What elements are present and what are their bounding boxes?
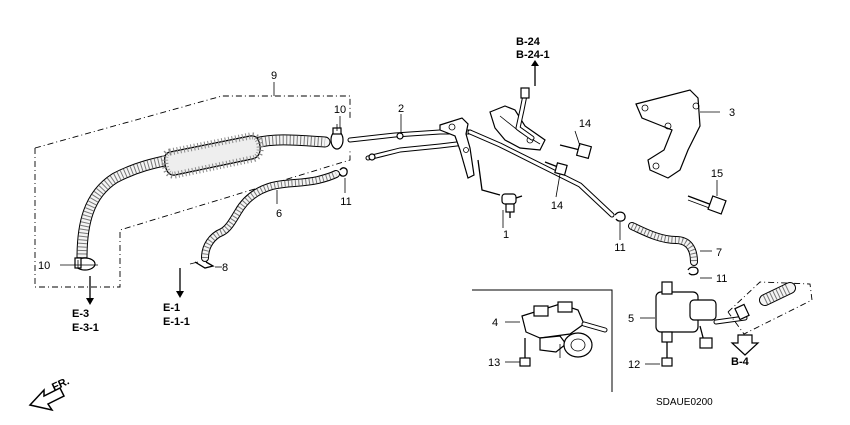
b4-arrow-icon xyxy=(730,334,760,356)
callout-9: 9 xyxy=(271,70,277,82)
e3-arrow-icon xyxy=(86,276,94,305)
part-3-bracket xyxy=(635,89,701,179)
callout-8: 8 xyxy=(222,262,228,274)
callout-11-left: 11 xyxy=(340,196,351,208)
callout-4: 4 xyxy=(492,317,498,329)
part-14-bolt-lower xyxy=(544,161,568,176)
ref-e3-1[interactable]: E-3-1 xyxy=(72,322,99,334)
part-14-bolt-upper xyxy=(559,142,593,160)
part-1-bracket xyxy=(439,117,501,196)
ref-b4[interactable]: B-4 xyxy=(731,356,750,368)
callout-11-middle: 11 xyxy=(614,242,625,254)
part-9-hose xyxy=(76,132,331,264)
leader-lines xyxy=(60,82,720,365)
callout-11-right: 11 xyxy=(716,273,727,285)
ref-b24-1[interactable]: B-24-1 xyxy=(516,49,550,61)
part-5-solenoid xyxy=(655,281,748,367)
part-11-clip-b xyxy=(614,211,626,222)
part-11-clip-c xyxy=(687,266,699,276)
part-15-bolt xyxy=(687,195,727,215)
part-1-valve xyxy=(501,193,523,218)
diagram-code: SDAUE0200 xyxy=(656,397,713,408)
callout-7: 7 xyxy=(716,247,722,259)
inset-frame xyxy=(472,289,613,392)
part-9-group-box xyxy=(34,95,351,288)
ref-e1[interactable]: E-1 xyxy=(163,302,180,314)
front-label: FR. xyxy=(50,375,71,393)
part-9-resonator xyxy=(161,132,264,179)
e1-arrow-icon xyxy=(176,268,184,298)
b24-arrow-icon xyxy=(531,60,539,86)
front-arrow-icon xyxy=(28,386,66,412)
part-2-pipe xyxy=(347,129,473,161)
ref-e3[interactable]: E-3 xyxy=(72,308,89,320)
callout-13: 13 xyxy=(488,357,500,369)
callout-14-upper: 14 xyxy=(579,118,591,130)
callout-5: 5 xyxy=(628,313,634,325)
part-4-valve-assembly xyxy=(519,301,608,367)
part-11-clip-a xyxy=(339,167,348,177)
part-7-hose xyxy=(628,222,698,266)
b4-connector-group xyxy=(727,281,813,335)
callout-6: 6 xyxy=(276,208,282,220)
central-bracket xyxy=(467,87,615,218)
part-10-clamp-top xyxy=(330,124,344,150)
callout-2: 2 xyxy=(398,103,404,115)
callout-15: 15 xyxy=(711,168,723,180)
callout-10-top: 10 xyxy=(334,104,346,116)
part-8-clip xyxy=(189,261,215,269)
callout-12: 12 xyxy=(628,359,640,371)
ref-b24[interactable]: B-24 xyxy=(516,36,541,48)
callout-10-bottom: 10 xyxy=(38,260,50,272)
ref-e1-1[interactable]: E-1-1 xyxy=(163,316,190,328)
callout-3: 3 xyxy=(729,107,735,119)
callout-1: 1 xyxy=(503,229,509,241)
part-10-clamp-bottom xyxy=(74,257,96,271)
part-6-hose xyxy=(201,170,340,262)
callout-14-lower: 14 xyxy=(551,200,563,212)
